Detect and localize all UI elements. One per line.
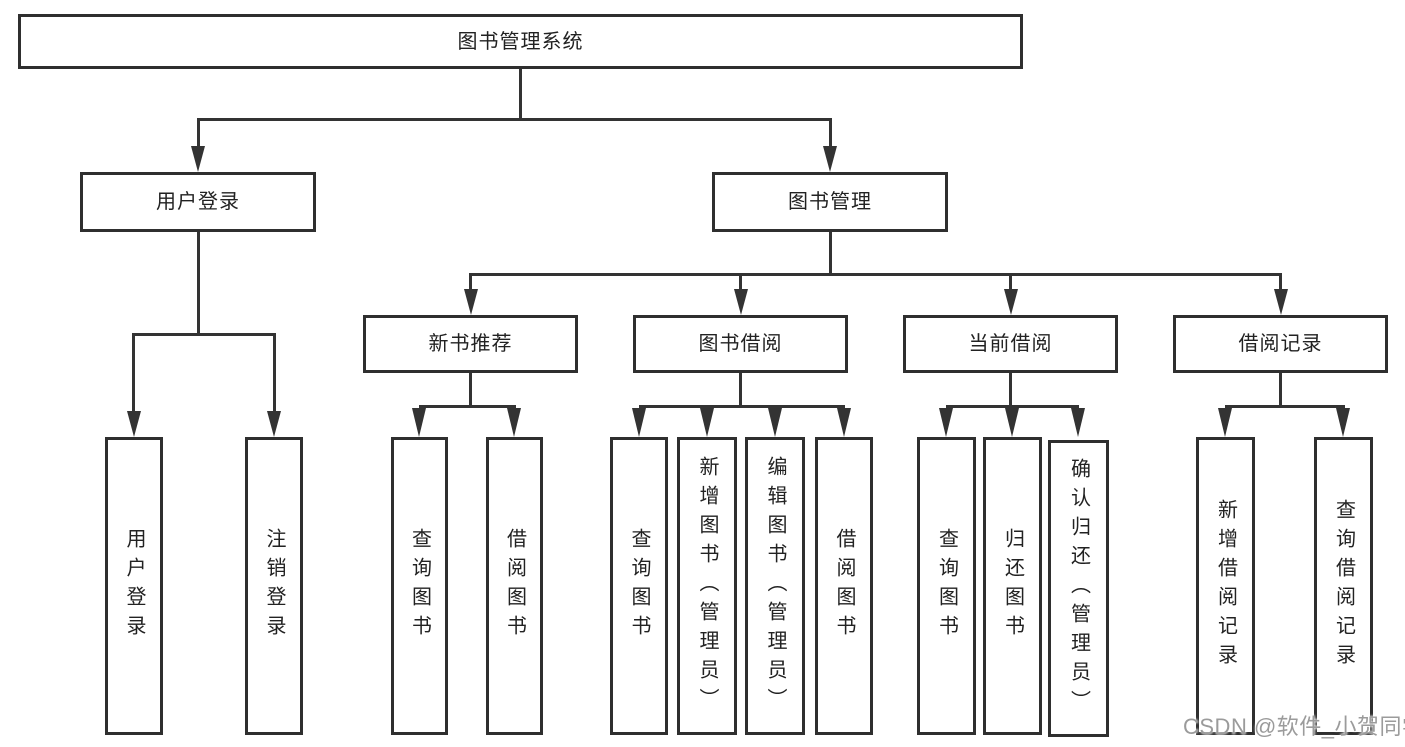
leaf-current-return: 归还图书 (983, 437, 1042, 735)
leaf-borrow-query-label: 查询图书 (628, 528, 650, 644)
node-book-mgmt-label: 图书管理 (788, 191, 872, 213)
edge-records-trunk (1279, 373, 1282, 408)
edge-borrow-trunk (739, 373, 742, 408)
edge-book-mgmt-trunk (829, 232, 832, 276)
leaf-borrow-add-label: 新增图书（管理员） (696, 455, 718, 717)
arrowhead-book-mgmt (823, 146, 837, 172)
leaf-recommend-borrow: 借阅图书 (486, 437, 543, 735)
edge-user-login-trunk (197, 232, 200, 336)
arrowhead-recommend (464, 289, 478, 315)
leaf-borrow-edit: 编辑图书（管理员） (745, 437, 805, 735)
edge-recommend-trunk (469, 373, 472, 408)
leaf-records-query-label: 查询借阅记录 (1332, 499, 1355, 673)
leaf-logout-label: 注销登录 (263, 528, 285, 644)
node-recommend-label: 新书推荐 (428, 333, 513, 355)
edge-to-borrow (739, 273, 742, 291)
edge-to-user-login (197, 118, 200, 146)
edge-root-trunk (519, 69, 522, 121)
node-current: 当前借阅 (903, 315, 1118, 373)
leaf-borrow-add: 新增图书（管理员） (677, 437, 737, 735)
leaf-user-login-label: 用户登录 (123, 528, 145, 644)
node-borrow: 图书借阅 (633, 315, 848, 373)
arrowhead-current (1004, 289, 1018, 315)
csdn-watermark: CSDN @软件_小贺同学 (1183, 714, 1405, 739)
edge-l3-rail (470, 273, 1282, 276)
arrowhead-records (1274, 289, 1288, 315)
edge-current-trunk (1009, 373, 1012, 408)
arrowhead-current-leaf-3 (1071, 408, 1085, 437)
arrowhead-current-leaf-1 (939, 408, 953, 437)
edge-borrow-rail (639, 405, 845, 408)
leaf-records-query: 查询借阅记录 (1314, 437, 1373, 735)
arrowhead-recommend-leaf-1 (412, 408, 426, 437)
arrowhead-records-leaf-1 (1218, 408, 1232, 437)
arrowhead-borrow-leaf-1 (632, 408, 646, 437)
leaf-current-confirm: 确认归还（管理员） (1048, 440, 1109, 737)
leaf-borrow-borrow: 借阅图书 (815, 437, 873, 735)
node-records-label: 借阅记录 (1238, 333, 1323, 355)
leaf-records-add: 新增借阅记录 (1196, 437, 1255, 735)
arrowhead-recommend-leaf-2 (507, 408, 521, 437)
arrowhead-leaf-login (127, 411, 141, 437)
node-book-mgmt: 图书管理 (712, 172, 948, 232)
edge-to-book-mgmt (829, 118, 832, 146)
leaf-recommend-query-label: 查询图书 (408, 528, 431, 644)
arrowhead-leaf-logout (267, 411, 281, 437)
edge-user-login-rail (133, 333, 276, 336)
leaf-borrow-query: 查询图书 (610, 437, 668, 735)
leaf-borrow-borrow-label: 借阅图书 (833, 528, 855, 644)
arrowhead-borrow-leaf-2 (700, 408, 714, 437)
node-borrow-label: 图书借阅 (698, 333, 783, 355)
arrowhead-records-leaf-2 (1336, 408, 1350, 437)
leaf-current-confirm-label: 确认归还（管理员） (1067, 458, 1090, 719)
leaf-recommend-query: 查询图书 (391, 437, 448, 735)
edge-to-current (1009, 273, 1012, 291)
leaf-user-login: 用户登录 (105, 437, 163, 735)
node-records: 借阅记录 (1173, 315, 1388, 373)
edge-records-rail (1225, 405, 1345, 408)
arrowhead-user-login (191, 146, 205, 172)
edge-l2-rail (197, 118, 832, 121)
node-root: 图书管理系统 (18, 14, 1023, 69)
leaf-current-return-label: 归还图书 (1001, 528, 1024, 644)
node-user-login-label: 用户登录 (156, 191, 240, 213)
edge-current-rail (946, 405, 1079, 408)
edge-recommend-rail (419, 405, 516, 408)
edge-to-recommend (469, 273, 472, 291)
leaf-borrow-edit-label: 编辑图书（管理员） (764, 455, 786, 717)
edge-to-records (1279, 273, 1282, 291)
arrowhead-borrow-leaf-3 (768, 408, 782, 437)
leaf-logout: 注销登录 (245, 437, 303, 735)
arrowhead-borrow-leaf-4 (837, 408, 851, 437)
arrowhead-borrow (734, 289, 748, 315)
edge-to-leaf-logout (273, 333, 276, 411)
leaf-current-query-label: 查询图书 (935, 528, 958, 644)
arrowhead-current-leaf-2 (1005, 408, 1019, 437)
node-root-label: 图书管理系统 (457, 30, 584, 53)
leaf-current-query: 查询图书 (917, 437, 976, 735)
node-current-label: 当前借阅 (968, 333, 1053, 355)
node-user-login: 用户登录 (80, 172, 316, 232)
leaf-records-add-label: 新增借阅记录 (1214, 499, 1237, 673)
node-recommend: 新书推荐 (363, 315, 578, 373)
edge-to-leaf-login (132, 333, 135, 411)
leaf-recommend-borrow-label: 借阅图书 (503, 528, 526, 644)
